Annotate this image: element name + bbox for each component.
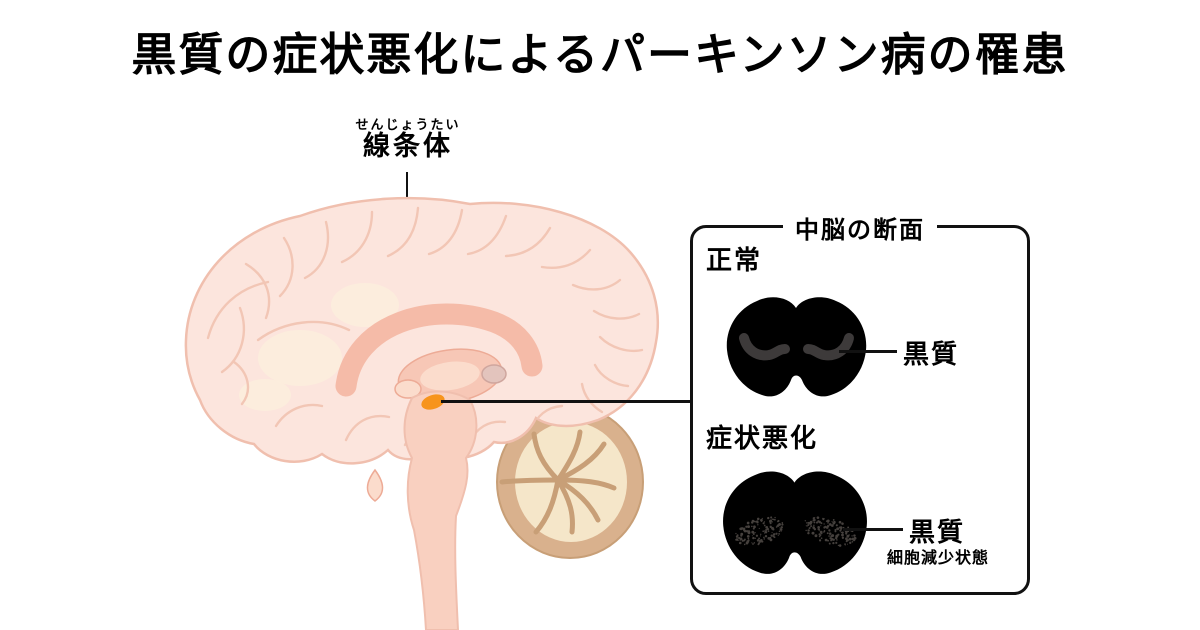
- midbrain-panel: 中脳の断面 正常 黒質 症状悪化 黒質 細胞減少状態: [690, 210, 1030, 595]
- thalamus-core: [420, 361, 480, 391]
- panel-title: 中脳の断面: [783, 210, 937, 245]
- pineal-body: [481, 364, 507, 384]
- substantia-nigra-highlight: [421, 394, 445, 410]
- striatum-label-text: 線条体: [363, 130, 453, 161]
- cerebellum: [496, 405, 644, 559]
- page-title: 黒質の症状悪化によるパーキンソン病の罹患: [131, 29, 1069, 80]
- nigra-callout-worsened: 黒質: [909, 517, 966, 547]
- cortex-shading: [331, 283, 399, 327]
- nigra-callout-subtext: 細胞減少状態: [887, 550, 990, 567]
- substantia-nigra-left: [739, 333, 790, 361]
- striatum-furigana: せんじょうたい: [355, 117, 461, 132]
- brainstem: [403, 390, 478, 630]
- nigra-callout-line-worsened: [843, 528, 903, 531]
- midbrain-connector-line: [441, 400, 690, 403]
- cortex-shading: [258, 330, 342, 386]
- substantia-nigra-degenerated-left: [735, 516, 784, 546]
- cortex-shading: [239, 379, 291, 411]
- cerebrum: [184, 196, 660, 465]
- midbrain-cross-section-worsened: [723, 471, 867, 574]
- nigra-callout-line-normal: [839, 350, 897, 353]
- substantia-nigra-right: [803, 333, 854, 361]
- section-label-worsened: 症状悪化: [706, 423, 819, 453]
- cerebellum-arbor-vitae: [499, 429, 617, 535]
- midbrain-cross-section-normal: [726, 297, 867, 397]
- midbrain-outline: [726, 297, 867, 397]
- brain-illustration: [184, 196, 660, 630]
- hypothalamus: [394, 379, 422, 399]
- midbrain-outline: [723, 471, 867, 574]
- striatum-label: せんじょうたい 線条体: [258, 118, 558, 160]
- substantia-nigra-normal: [739, 333, 854, 361]
- corpus-callosum: [335, 303, 543, 397]
- nigra-callout-normal: 黒質: [903, 339, 960, 369]
- section-label-normal: 正常: [706, 245, 763, 275]
- pituitary-drop: [366, 468, 384, 502]
